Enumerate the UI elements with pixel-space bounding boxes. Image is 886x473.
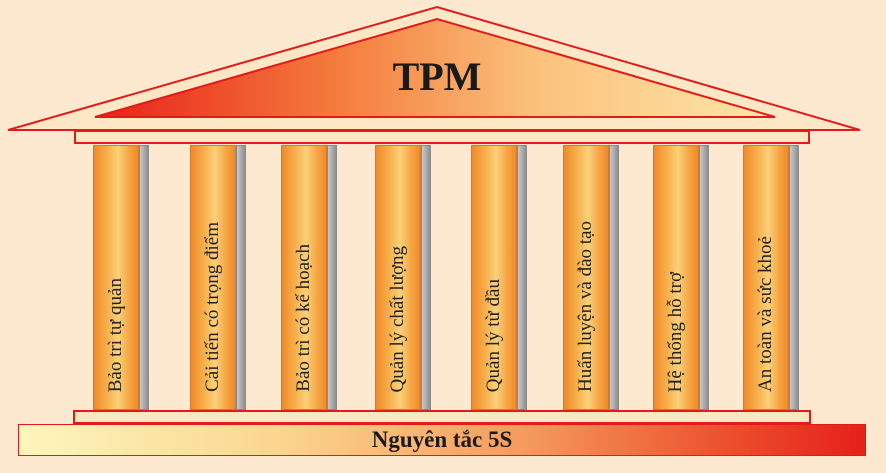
pillar-3: Bảo trì có kế hoạch	[281, 145, 337, 410]
pillar-7: Hệ thống hỗ trợ	[653, 145, 709, 410]
pillar-label: Bảo trì có kế hoạch	[293, 244, 314, 392]
foundation-step	[73, 410, 811, 424]
pillar-6: Huấn luyện và đào tạo	[563, 145, 619, 410]
foundation-base: Nguyên tắc 5S	[18, 424, 866, 456]
foundation-label: Nguyên tắc 5S	[371, 427, 513, 452]
pillar-8: An toàn và sức khoẻ	[743, 145, 799, 410]
pillar-label: Bảo trì tự quản	[105, 277, 126, 392]
roof-beam	[74, 130, 810, 144]
pillar-label: An toàn và sức khoẻ	[755, 236, 776, 392]
pillar-label: Cải tiến có trọng điểm	[202, 222, 223, 392]
pillar-2: Cải tiến có trọng điểm	[190, 145, 246, 410]
pillar-4: Quản lý chất lượng	[375, 145, 431, 410]
pillar-label: Quản lý từ đầu	[483, 278, 504, 392]
roof-inner-triangle	[94, 17, 776, 118]
pillar-label: Quản lý chất lượng	[387, 245, 408, 392]
pillar-5: Quản lý từ đầu	[471, 145, 527, 410]
pillar-label: Hệ thống hỗ trợ	[665, 271, 686, 392]
pillar-1: Bảo trì tự quản	[93, 145, 149, 410]
roof: TPM	[7, 5, 861, 131]
roof-title: TPM	[393, 54, 482, 99]
pillar-label: Huấn luyện và đào tạo	[575, 221, 596, 392]
